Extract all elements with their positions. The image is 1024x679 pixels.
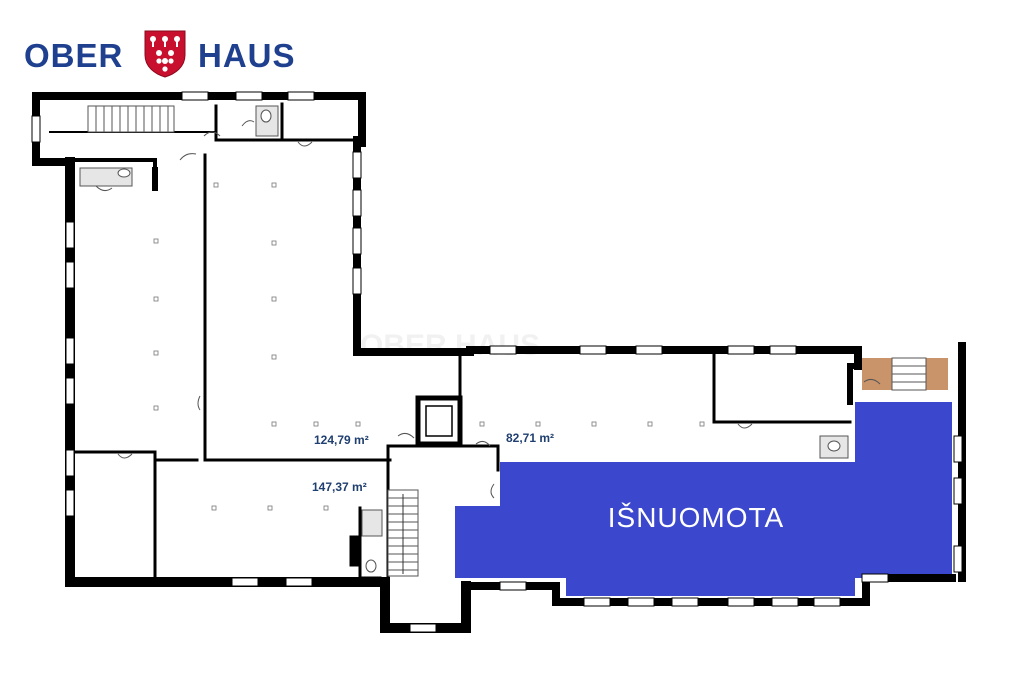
logo-text-ober: OBER — [24, 37, 124, 74]
rented-area — [455, 402, 952, 596]
logo-text-haus: HAUS — [198, 37, 296, 74]
bathroom-fixtures — [79, 105, 849, 573]
rented-label: IŠNUOMOTA — [608, 502, 784, 533]
crest-icon — [144, 30, 186, 78]
area-label-147: 147,37 m² — [312, 480, 367, 494]
area-label-124: 124,79 m² — [314, 433, 369, 447]
ceiling-lights — [153, 182, 705, 511]
walls — [32, 92, 966, 633]
windows — [31, 91, 963, 633]
stairs — [87, 105, 419, 577]
door-swings — [95, 120, 881, 499]
ober-haus-logo: OBER HAUS — [0, 20, 330, 90]
area-label-82: 82,71 m² — [506, 431, 554, 445]
wood-stairs — [862, 357, 948, 391]
